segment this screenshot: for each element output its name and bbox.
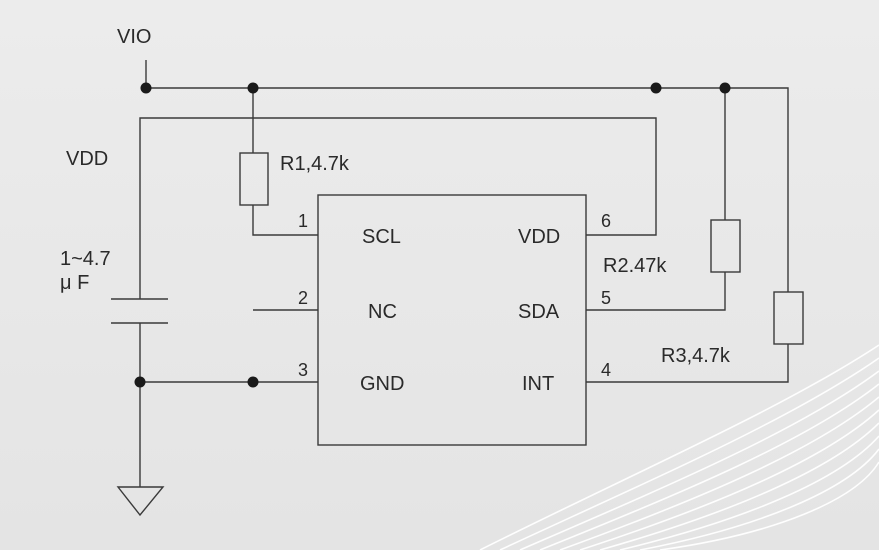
r2-label: R2.47k bbox=[603, 255, 667, 277]
junction-dot bbox=[134, 376, 146, 388]
pin-number-1: 1 bbox=[298, 211, 308, 231]
junction-dot bbox=[247, 82, 259, 94]
junction-dot bbox=[247, 376, 259, 388]
vdd-rail-wire bbox=[139, 117, 657, 299]
pin-name-int: INT bbox=[522, 373, 554, 395]
vdd-side-label: VDD bbox=[66, 148, 108, 170]
junction-dot bbox=[719, 82, 731, 94]
r3-label: R3,4.7k bbox=[661, 345, 731, 367]
r3-lower-wire bbox=[586, 344, 789, 383]
ic-chip-body bbox=[317, 194, 587, 446]
junctions bbox=[134, 82, 731, 388]
pin-name-scl: SCL bbox=[362, 226, 401, 248]
ground-symbol bbox=[116, 486, 165, 517]
pin-name-gnd: GND bbox=[360, 373, 404, 395]
pin-number-2: 2 bbox=[298, 288, 308, 308]
capacitor-value-line1: 1~4.7 bbox=[60, 248, 111, 270]
junction-dot bbox=[650, 82, 662, 94]
pin-number-6: 6 bbox=[601, 211, 611, 231]
wires bbox=[139, 60, 789, 487]
r1-lower-wire bbox=[252, 205, 318, 236]
pin-name-nc: NC bbox=[368, 301, 397, 323]
pin-number-3: 3 bbox=[298, 360, 308, 380]
r1-label: R1,4.7k bbox=[280, 153, 350, 175]
pin-number-5: 5 bbox=[601, 288, 611, 308]
resistor-r1 bbox=[239, 152, 269, 206]
vio-label: VIO bbox=[117, 26, 151, 48]
capacitor bbox=[111, 298, 168, 324]
pin-name-vdd: VDD bbox=[518, 226, 560, 248]
resistor-r2 bbox=[710, 219, 741, 273]
junction-dot bbox=[140, 82, 152, 94]
pin-name-sda: SDA bbox=[518, 301, 560, 323]
pin-number-4: 4 bbox=[601, 360, 611, 380]
background-decoration bbox=[479, 344, 879, 550]
r2-lower-wire bbox=[586, 272, 726, 311]
resistor-r3 bbox=[773, 291, 804, 345]
vio-bus-wire bbox=[146, 87, 789, 292]
capacitor-value-line2: μ F bbox=[60, 272, 89, 294]
